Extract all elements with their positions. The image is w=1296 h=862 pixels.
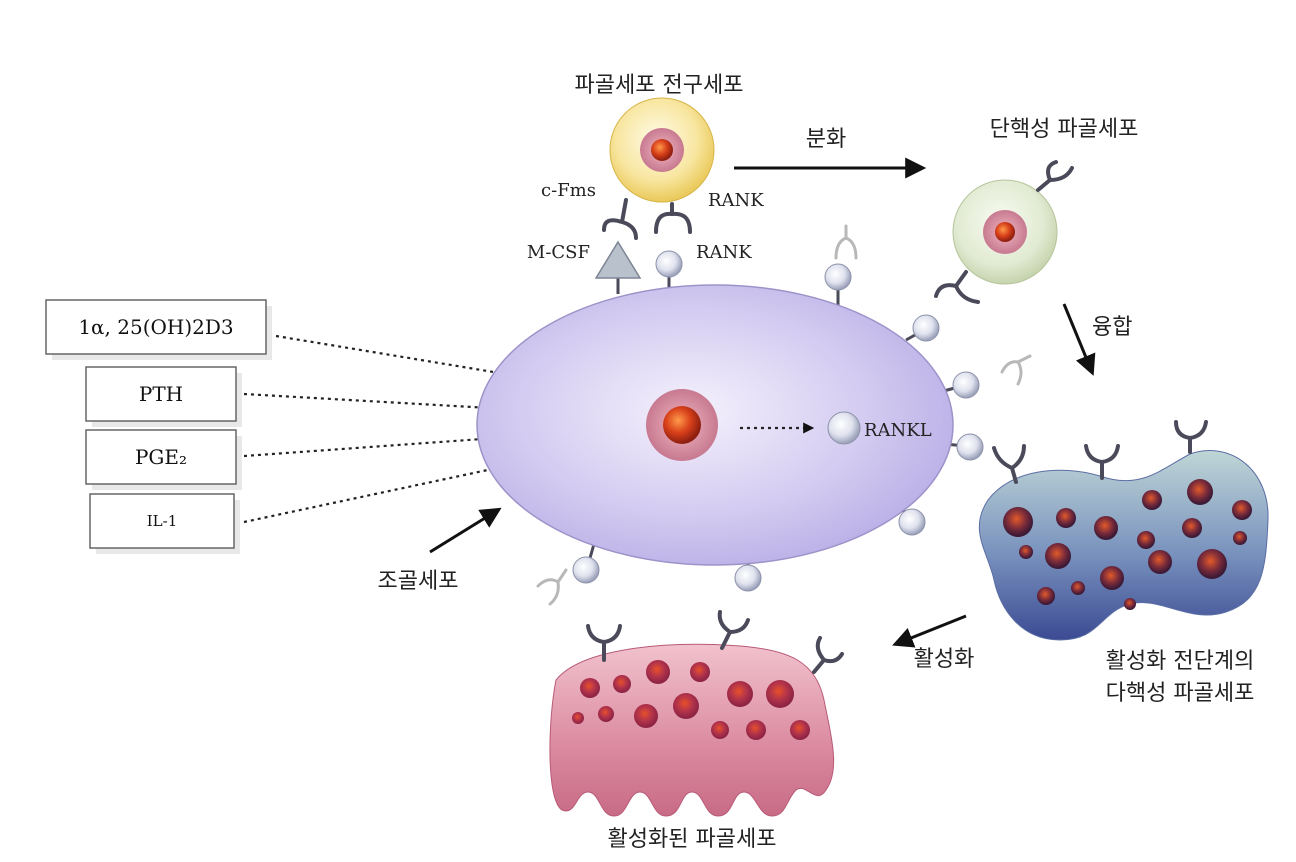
rankl-ligands — [572, 250, 984, 592]
mononuclear-osteoclast — [934, 160, 1074, 304]
label-activation: 활성화 — [914, 647, 975, 672]
rank-receptor — [654, 202, 692, 234]
label-mononuclear: 단핵성 파골세포 — [990, 117, 1139, 142]
label-rankl: RANKL — [864, 420, 932, 441]
activation-arrow — [892, 614, 967, 648]
free-receptors — [536, 224, 1032, 606]
label-c-fms: c-Fms — [541, 180, 596, 201]
rankl-ball — [827, 411, 861, 445]
factor-box-pge2: PGE₂ — [85, 429, 242, 490]
osteoblast-cell — [476, 240, 984, 592]
label-pre-active-line2: 다핵성 파골세포 — [1106, 681, 1255, 706]
factor-label-vitd: 1α, 25(OH)2D3 — [78, 315, 233, 339]
factor-box-vitd: 1α, 25(OH)2D3 — [45, 299, 272, 360]
factor-label-pth: PTH — [139, 382, 183, 406]
label-fusion: 융합 — [1092, 315, 1132, 340]
label-m-csf: M-CSF — [527, 242, 590, 263]
label-precursor: 파골세포 전구세포 — [575, 73, 744, 98]
factor-label-il1: IL-1 — [147, 512, 178, 530]
label-pre-active-line1: 활성화 전단계의 — [1106, 649, 1255, 674]
c-fms-receptor — [602, 198, 638, 240]
precursor-cell — [602, 97, 715, 240]
osteoblast-arrow — [429, 507, 502, 554]
label-activated-osteoclast: 활성화된 파골세포 — [608, 827, 777, 852]
label-osteoblast: 조골세포 — [378, 569, 459, 594]
fusion-arrow — [1062, 303, 1096, 376]
label-rank-upper: RANK — [708, 190, 764, 211]
factor-arrows — [243, 334, 581, 524]
m-csf-triangle — [594, 240, 642, 279]
arrow-vitd — [275, 334, 581, 390]
activated-osteoclast — [549, 610, 844, 817]
factor-box-il1: IL-1 — [89, 493, 240, 554]
label-rank-lower: RANK — [696, 242, 752, 263]
factor-box-pth: PTH — [85, 366, 242, 427]
pre-active-osteoclast — [978, 420, 1269, 641]
label-differentiation: 분화 — [806, 127, 846, 152]
factor-label-pge2: PGE₂ — [135, 445, 187, 469]
arrow-pge2 — [243, 429, 555, 458]
